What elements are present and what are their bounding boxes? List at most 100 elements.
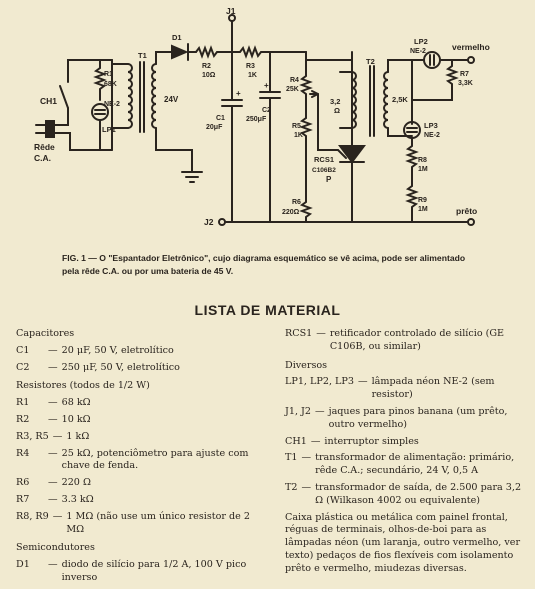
list-item: D1 — diodo de silício para 1/2 A, 100 V … <box>16 559 262 585</box>
list-item: R7 — 3.3 kΩ <box>16 494 262 507</box>
part-desc: diodo de silício para 1/2 A, 100 V pico … <box>61 559 247 583</box>
part-desc: 20 μF, 50 V, eletrolítico <box>61 344 174 356</box>
label-r6: R6 <box>292 199 301 206</box>
label-r8-value: 1M <box>418 166 428 173</box>
label-p: P <box>326 175 332 184</box>
label-preto: prêto <box>456 206 477 216</box>
section-title-semiconductors: Semicondutores <box>16 542 95 554</box>
list-item: R3, R5 — 1 kΩ <box>16 431 262 444</box>
label-t2-primary: 3,2 <box>330 97 340 106</box>
label-j2: J2 <box>204 217 214 227</box>
dash: — <box>316 328 326 339</box>
dash: — <box>310 435 321 447</box>
label-rcs1: RCS1 <box>314 155 334 164</box>
label-r2-value: 10Ω <box>202 72 216 79</box>
part-ref: LP1, LP2, LP3 <box>285 376 354 388</box>
part-desc: 10 kΩ <box>61 413 91 425</box>
label-c1-value: 20μF <box>206 124 223 131</box>
label-c1: C1 <box>216 115 225 122</box>
list-item: LP1, LP2, LP3 — lâmpada néon NE-2 (sem r… <box>285 376 525 402</box>
label-vermelho: vermelho <box>452 42 490 52</box>
part-ref: J1, J2 <box>285 405 311 417</box>
dash: — <box>48 397 58 409</box>
section-title-diversos: Diversos <box>285 359 328 371</box>
part-ref: T2 <box>285 481 298 493</box>
label-r7-value: 3,3K <box>458 80 473 87</box>
parts-list-right-column: RCS1 — retificador controlado de silício… <box>285 324 525 580</box>
dash: — <box>48 447 58 459</box>
list-item: R4 — 25 kΩ, potenciômetro para ajuste co… <box>16 448 262 474</box>
list-item: CH1 — interruptor simples <box>285 436 525 449</box>
label-24v: 24V <box>164 95 179 104</box>
closing-text: Caixa plástica ou metálica com painel fr… <box>285 511 521 574</box>
dash: — <box>52 510 63 522</box>
label-ca: C.A. <box>34 153 51 163</box>
part-desc: lâmpada néon NE-2 (sem resistor) <box>371 376 495 401</box>
circuit-schematic: J1 CH1 Rêde C.A. R1 68K NE-2 LP1 T1 24V … <box>34 6 490 227</box>
label-r7: R7 <box>460 71 469 78</box>
dash: — <box>48 413 58 425</box>
list-item: R8, R9 — 1 MΩ (não use um único resistor… <box>16 511 262 537</box>
list-item: T1 — transformador de alimentação: primá… <box>285 452 525 478</box>
list-item: T2 — transformador de saída, de 2.500 pa… <box>285 482 525 508</box>
dash: — <box>48 361 58 373</box>
list-item: R6 — 220 Ω <box>16 477 262 490</box>
part-ref: T1 <box>285 452 298 464</box>
dash: — <box>48 559 58 571</box>
part-ref: C1 <box>16 344 30 356</box>
label-t2: T2 <box>366 57 375 66</box>
part-desc: 3.3 kΩ <box>61 493 94 505</box>
part-desc: 25 kΩ, potenciômetro para ajuste com cha… <box>61 447 249 472</box>
label-r4: R4 <box>290 77 299 84</box>
label-d1: D1 <box>172 33 182 42</box>
list-item: R2 — 10 kΩ <box>16 414 262 427</box>
part-ref: R8, R9 <box>16 510 49 522</box>
part-ref: RCS1 <box>285 328 313 339</box>
list-item: C1 — 20 μF, 50 V, eletrolítico <box>16 345 262 358</box>
part-desc: 1 kΩ <box>66 430 90 442</box>
dash: — <box>52 430 63 442</box>
part-desc: transformador de alimentação: primário, … <box>315 452 515 477</box>
dash: — <box>301 452 312 464</box>
label-t2-secondary: 2,5K <box>392 95 408 104</box>
label-r9: R9 <box>418 197 427 204</box>
dash: — <box>358 376 368 388</box>
part-desc: 250 μF, 50 V, eletrolítico <box>61 361 180 373</box>
label-r1: R1 <box>104 71 113 78</box>
part-desc: 68 kΩ <box>61 397 91 409</box>
label-r3-value: 1K <box>248 72 257 79</box>
parts-list-left-column: Capacitores C1 — 20 μF, 50 V, eletrolíti… <box>16 324 262 589</box>
label-lp2: LP2 <box>414 37 428 46</box>
label-r5: R5 <box>292 123 301 130</box>
part-ref: C2 <box>16 361 30 373</box>
dash: — <box>48 477 58 489</box>
label-c2-value: 250μF <box>246 116 267 123</box>
list-item: R1 — 68 kΩ <box>16 397 262 410</box>
label-lp1: LP1 <box>102 125 116 134</box>
part-desc: transformador de saída, de 2.500 para 3,… <box>315 481 522 506</box>
part-desc: 1 MΩ (não use um único resistor de 2 MΩ <box>66 510 251 535</box>
parts-list-heading: LISTA DE MATERIAL <box>194 302 341 318</box>
dash: — <box>48 344 58 356</box>
part-desc: retificador controlado de silício (GE C1… <box>329 328 505 352</box>
section-title-resistors: Resistores (todos de 1/2 W) <box>16 380 150 392</box>
part-ref: R7 <box>16 493 30 505</box>
part-ref: R2 <box>16 413 30 425</box>
part-ref: R3, R5 <box>16 430 49 442</box>
part-desc: interruptor simples <box>324 435 419 447</box>
part-ref: R1 <box>16 397 30 409</box>
dash: — <box>315 405 325 417</box>
label-r8: R8 <box>418 157 427 164</box>
label-rede: Rêde <box>34 142 55 152</box>
figure-caption: FIG. 1 — O "Espantador Eletrônico", cujo… <box>62 253 466 276</box>
label-c2: C2 <box>262 107 271 114</box>
label-r6-value: 220Ω <box>282 209 300 216</box>
label-t1: T1 <box>138 51 147 60</box>
label-r5-value: 1K <box>294 132 303 139</box>
list-item: J1, J2 — jaques para pinos banana (um pr… <box>285 406 525 432</box>
label-r9-value: 1M <box>418 206 428 213</box>
dash: — <box>301 481 312 493</box>
part-ref: R4 <box>16 447 30 459</box>
label-r4-value: 25K <box>286 86 299 93</box>
label-rcs1-part: C106B2 <box>312 167 336 174</box>
